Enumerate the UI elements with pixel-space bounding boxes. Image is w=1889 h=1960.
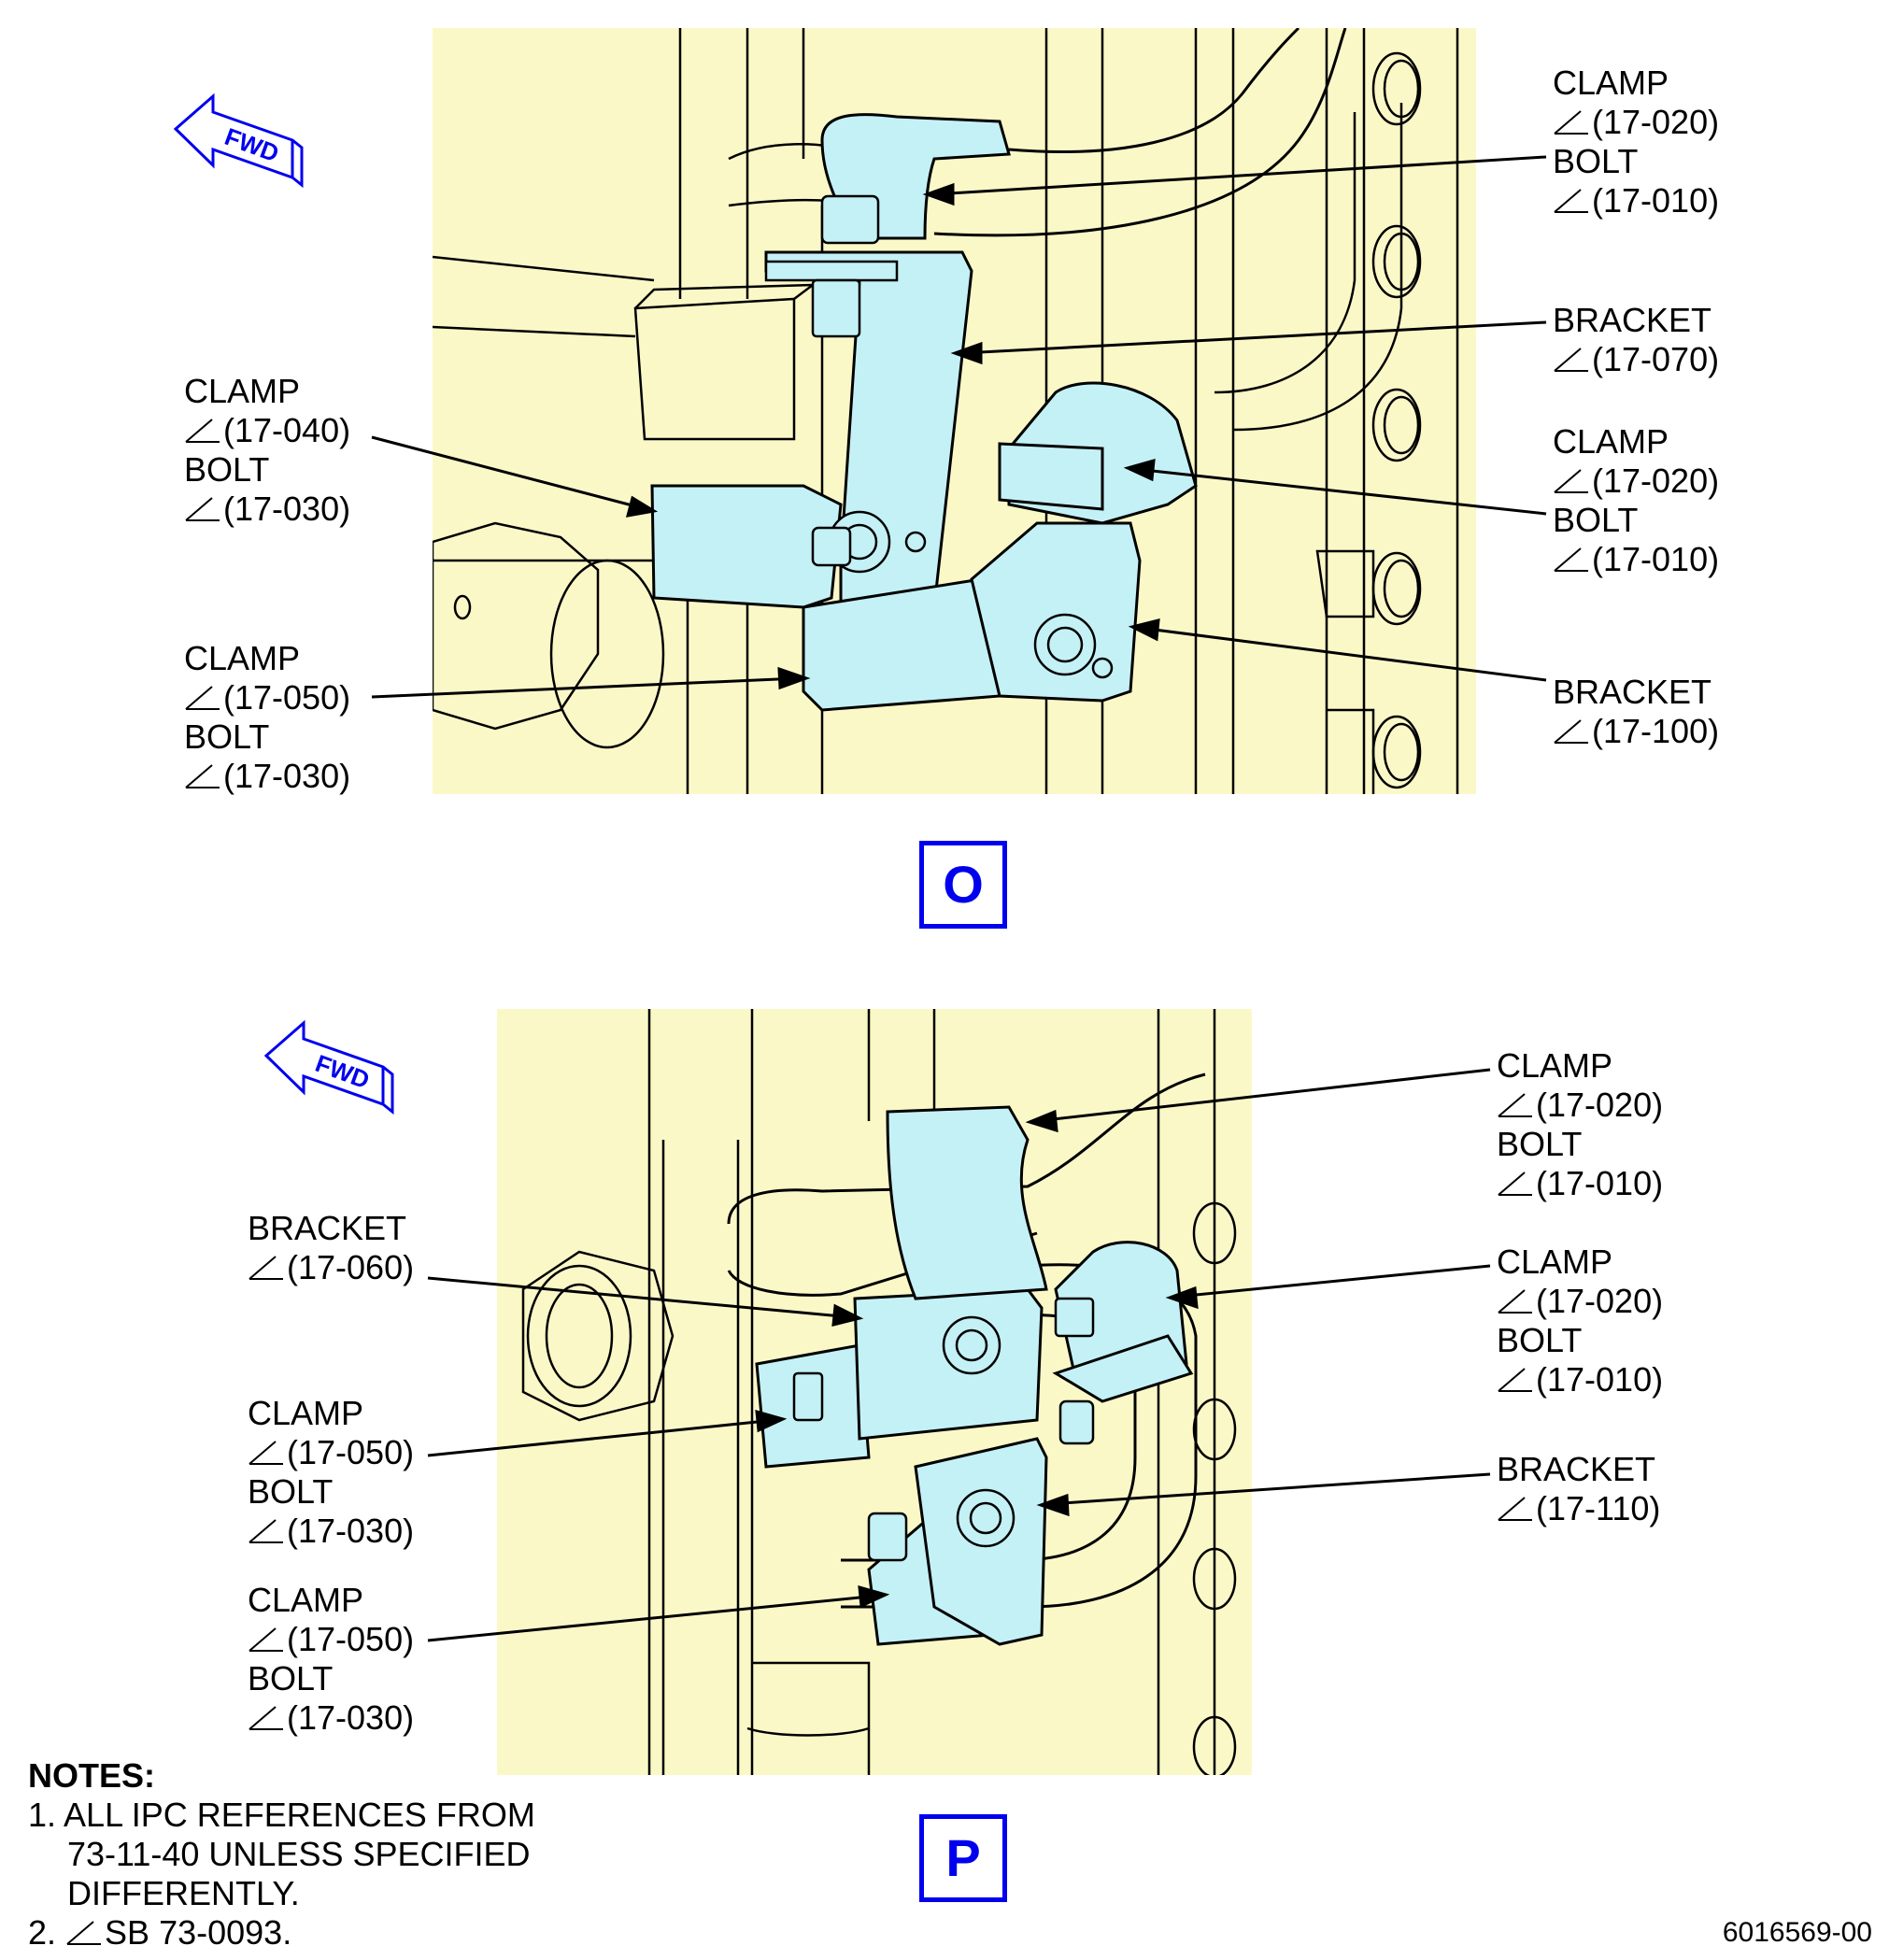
fwd-arrow-icon: FWD [173,92,304,189]
note-text: 73-11-40 UNLESS SPECIFIED [67,1835,531,1873]
callout-o-bracket-100: BRACKET (17-100) [1553,673,1719,751]
callout-line: (17-010) [1592,540,1720,578]
callout-o-clamp-right: CLAMP (17-020) BOLT (17-010) [1553,422,1719,579]
callout-line: CLAMP [248,1581,364,1619]
service-bulletin-triangle-icon [249,1706,283,1730]
note-text: ALL IPC REFERENCES FROM [64,1796,535,1834]
service-bulletin-triangle-icon [185,686,220,710]
service-bulletin-triangle-icon [1498,1289,1532,1314]
callout-line: (17-100) [1592,712,1720,750]
callout-line: (17-110) [1536,1489,1661,1527]
drawing-number: 6016569-00 [1722,1917,1872,1948]
callout-p-bracket-060: BRACKET (17-060) [248,1209,414,1287]
service-bulletin-triangle-icon [249,1627,283,1652]
callout-line: BOLT [184,717,270,756]
callout-line: (17-030) [287,1512,415,1550]
callout-line: (17-030) [223,490,351,528]
callout-o-clamp-050: CLAMP (17-050) BOLT (17-030) [184,639,350,796]
service-bulletin-triangle-icon [185,497,220,521]
service-bulletin-triangle-icon [1498,1368,1532,1392]
callout-line: BOLT [1553,142,1639,180]
callout-line: BOLT [1497,1125,1583,1163]
view-p-leaders [427,1068,1491,1642]
callout-line: BRACKET [1553,673,1712,711]
callout-line: (17-020) [1536,1086,1664,1124]
callout-line: (17-040) [223,411,351,449]
callout-line: (17-070) [1592,340,1720,378]
service-bulletin-triangle-icon [185,764,220,788]
callout-line: BOLT [1497,1321,1583,1359]
callout-line: (17-060) [287,1248,415,1286]
view-label-o: O [919,841,1007,929]
service-bulletin-triangle-icon [1498,1093,1532,1117]
service-bulletin-triangle-icon [1554,469,1588,493]
service-bulletin-triangle-icon [185,419,220,443]
callout-line: CLAMP [1553,422,1669,461]
callout-line: (17-020) [1592,103,1720,141]
callout-line: BOLT [184,450,270,489]
service-bulletin-triangle-icon [1554,189,1588,213]
callout-p-clamp-050-lower: CLAMP (17-050) BOLT (17-030) [248,1581,414,1738]
note-text: DIFFERENTLY. [67,1874,300,1912]
callout-line: (17-050) [287,1620,415,1658]
note-text: SB 73-0093. [105,1913,292,1952]
service-bulletin-triangle-icon [1554,348,1588,372]
service-bulletin-triangle-icon [249,1256,283,1280]
callout-line: (17-050) [287,1433,415,1471]
service-bulletin-triangle-icon [1498,1497,1532,1521]
callout-p-clamp-050-upper: CLAMP (17-050) BOLT (17-030) [248,1394,414,1551]
callout-line: CLAMP [1497,1243,1613,1281]
service-bulletin-triangle-icon [249,1519,283,1543]
callout-line: (17-020) [1592,462,1720,500]
callout-line: BRACKET [248,1209,407,1247]
callout-p-clamp-top: CLAMP (17-020) BOLT (17-010) [1497,1046,1663,1203]
callout-line: CLAMP [184,639,301,677]
service-bulletin-triangle-icon [66,1921,102,1945]
fwd-arrow-icon: FWD [263,1019,394,1115]
callout-p-clamp-right: CLAMP (17-020) BOLT (17-010) [1497,1243,1663,1399]
callout-line: (17-010) [1536,1164,1664,1202]
callout-line: (17-050) [223,678,351,717]
callout-line: (17-030) [287,1698,415,1737]
note-number: 2. [28,1913,57,1952]
callout-line: BRACKET [1497,1450,1656,1488]
note-number: 1. [28,1796,57,1834]
service-bulletin-triangle-icon [1498,1172,1532,1196]
view-o-drawing [433,28,1476,794]
callout-line: CLAMP [1497,1046,1613,1085]
notes-title: NOTES: [28,1756,156,1795]
service-bulletin-triangle-icon [1554,110,1588,135]
note-item-1: 1. ALL IPC REFERENCES FROM [28,1796,535,1835]
callout-line: (17-010) [1536,1360,1664,1399]
callout-line: BRACKET [1553,301,1712,339]
callout-line: (17-030) [223,757,351,795]
notes-block: NOTES: 1. ALL IPC REFERENCES FROM 73-11-… [28,1756,535,1953]
callout-o-bracket-070: BRACKET (17-070) [1553,301,1719,379]
callout-o-clamp-040: CLAMP (17-040) BOLT (17-030) [184,372,350,529]
callout-line: BOLT [1553,501,1639,539]
callout-line: (17-020) [1536,1282,1664,1320]
callout-o-clamp-top: CLAMP (17-020) BOLT (17-010) [1553,64,1719,220]
view-p-drawing [497,1009,1252,1775]
view-label-p: P [919,1814,1007,1902]
callout-line: BOLT [248,1472,334,1511]
callout-line: CLAMP [184,372,301,410]
note-item-2: 2. SB 73-0093. [28,1913,535,1953]
callout-line: BOLT [248,1659,334,1697]
service-bulletin-triangle-icon [1554,719,1588,744]
callout-p-bracket-110: BRACKET (17-110) [1497,1450,1660,1528]
callout-line: CLAMP [1553,64,1669,102]
callout-line: (17-010) [1592,181,1720,220]
callout-line: CLAMP [248,1394,364,1432]
service-bulletin-triangle-icon [1554,547,1588,572]
view-o-leaders [371,155,1547,699]
service-bulletin-triangle-icon [249,1441,283,1465]
